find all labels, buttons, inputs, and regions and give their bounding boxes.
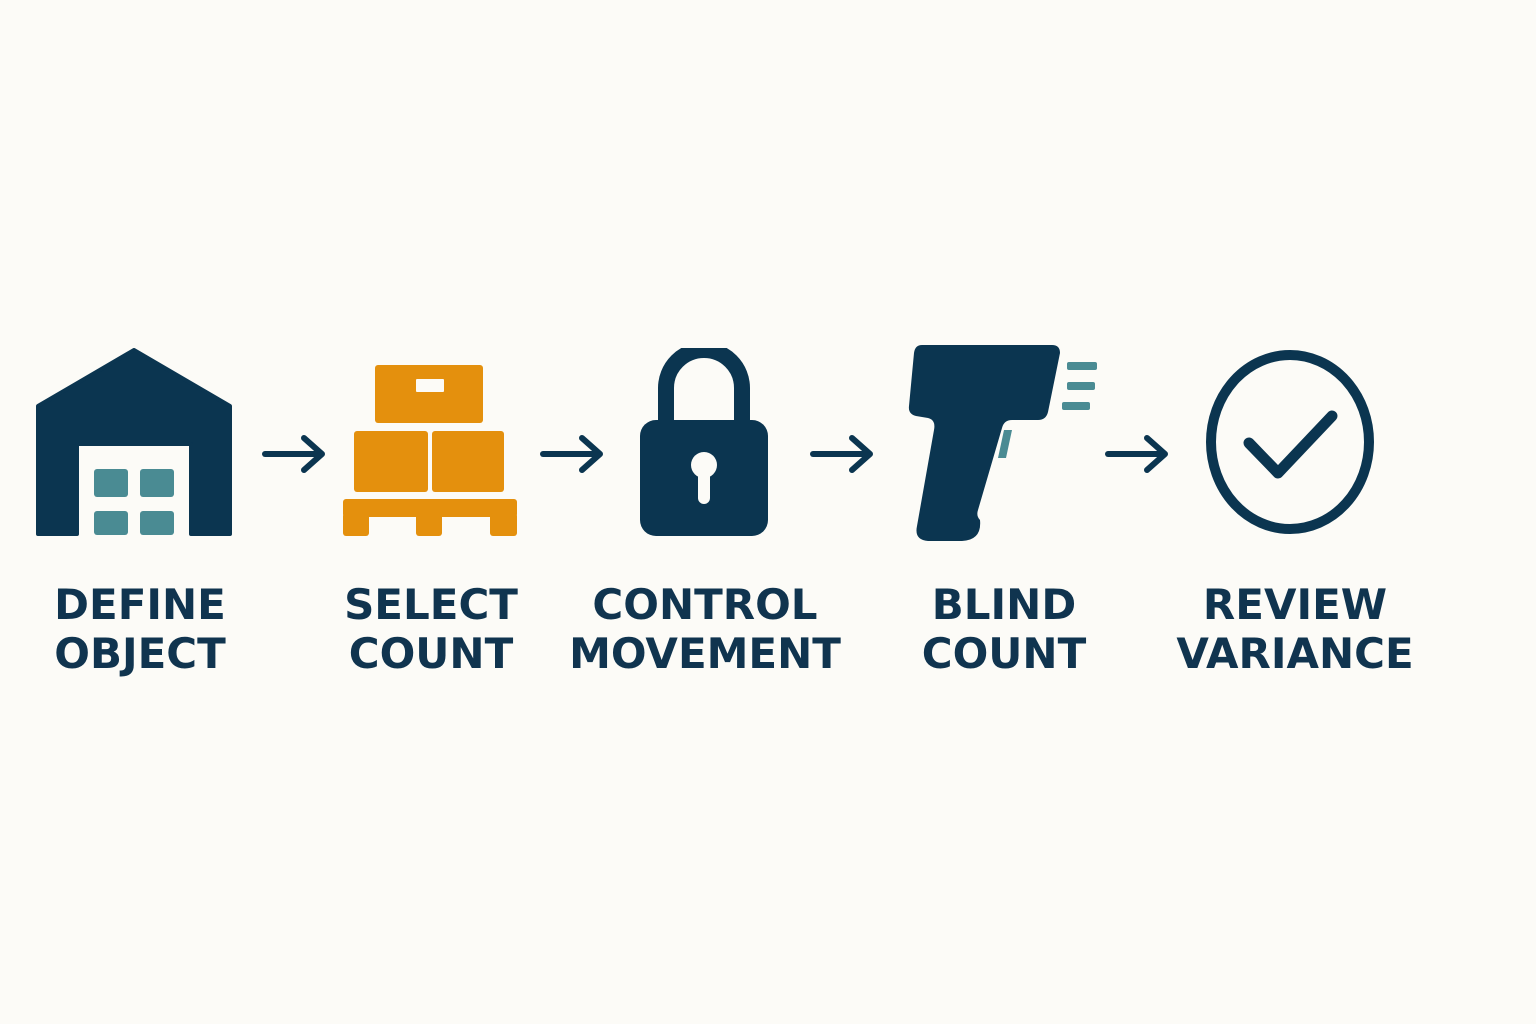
step-label-line-1: SELECT <box>344 580 518 629</box>
pallet-boxes-icon <box>343 365 517 536</box>
arrow-right-icon <box>1105 435 1168 473</box>
arrow-right-icon <box>262 435 325 473</box>
step-label-line-1: DEFINE <box>54 580 226 629</box>
step-label-line-2: MOVEMENT <box>569 629 841 678</box>
step-label-review-variance: REVIEW VARIANCE <box>1145 580 1445 678</box>
arrow-right-icon <box>540 435 603 473</box>
step-label-line-1: BLIND <box>931 580 1077 629</box>
step-label-line-2: COUNT <box>921 629 1087 678</box>
padlock-icon <box>640 348 768 536</box>
warehouse-icon <box>36 348 232 536</box>
step-label-blind-count: BLIND COUNT <box>854 580 1154 678</box>
step-label-line-2: COUNT <box>348 629 514 678</box>
arrow-right-icon <box>810 435 873 473</box>
step-label-line-2: OBJECT <box>54 629 226 678</box>
step-label-control-movement: CONTROL MOVEMENT <box>555 580 855 678</box>
check-circle-icon <box>1206 350 1374 534</box>
step-label-define-object: DEFINE OBJECT <box>0 580 290 678</box>
step-label-line-1: REVIEW <box>1202 580 1388 629</box>
step-label-line-2: VARIANCE <box>1176 629 1414 678</box>
step-label-select-count: SELECT COUNT <box>281 580 581 678</box>
barcode-scanner-icon <box>908 345 1097 541</box>
step-label-line-1: CONTROL <box>592 580 818 629</box>
